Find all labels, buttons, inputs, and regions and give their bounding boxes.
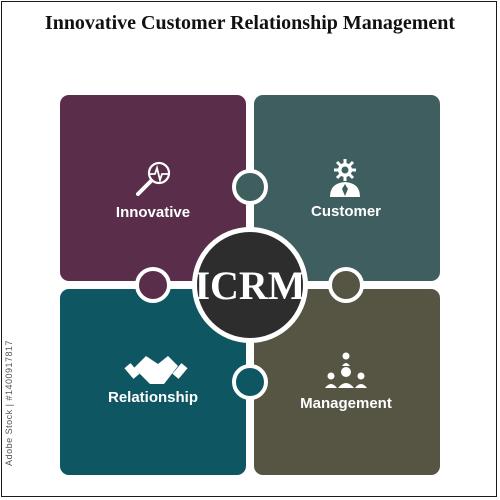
puzzle-tab-left [60, 267, 200, 303]
puzzle-piece-innovative: Innovative [60, 95, 246, 281]
puzzle-tab-right [300, 267, 440, 303]
diagram-title: Innovative Customer Relationship Managem… [44, 12, 456, 34]
piece-management-fill [254, 289, 440, 475]
center-label: ICRM [194, 263, 305, 308]
piece-innovative-label: Innovative [116, 204, 190, 221]
puzzle-piece-relationship: Relationship [60, 289, 246, 475]
center-hub: ICRM [192, 227, 308, 343]
puzzle-piece-management: Management [254, 289, 440, 475]
piece-innovative-fill [60, 95, 246, 281]
puzzle-piece-customer: Customer [254, 95, 440, 281]
puzzle-tab-top [232, 95, 268, 232]
team-network-icon [325, 352, 367, 388]
businessman-gear-icon [330, 159, 360, 197]
piece-management-label: Management [300, 395, 392, 412]
piece-customer-label: Customer [311, 203, 381, 220]
magnifier-pulse-icon [136, 161, 171, 196]
handshake-icon [124, 356, 188, 384]
piece-relationship-label: Relationship [108, 389, 198, 406]
